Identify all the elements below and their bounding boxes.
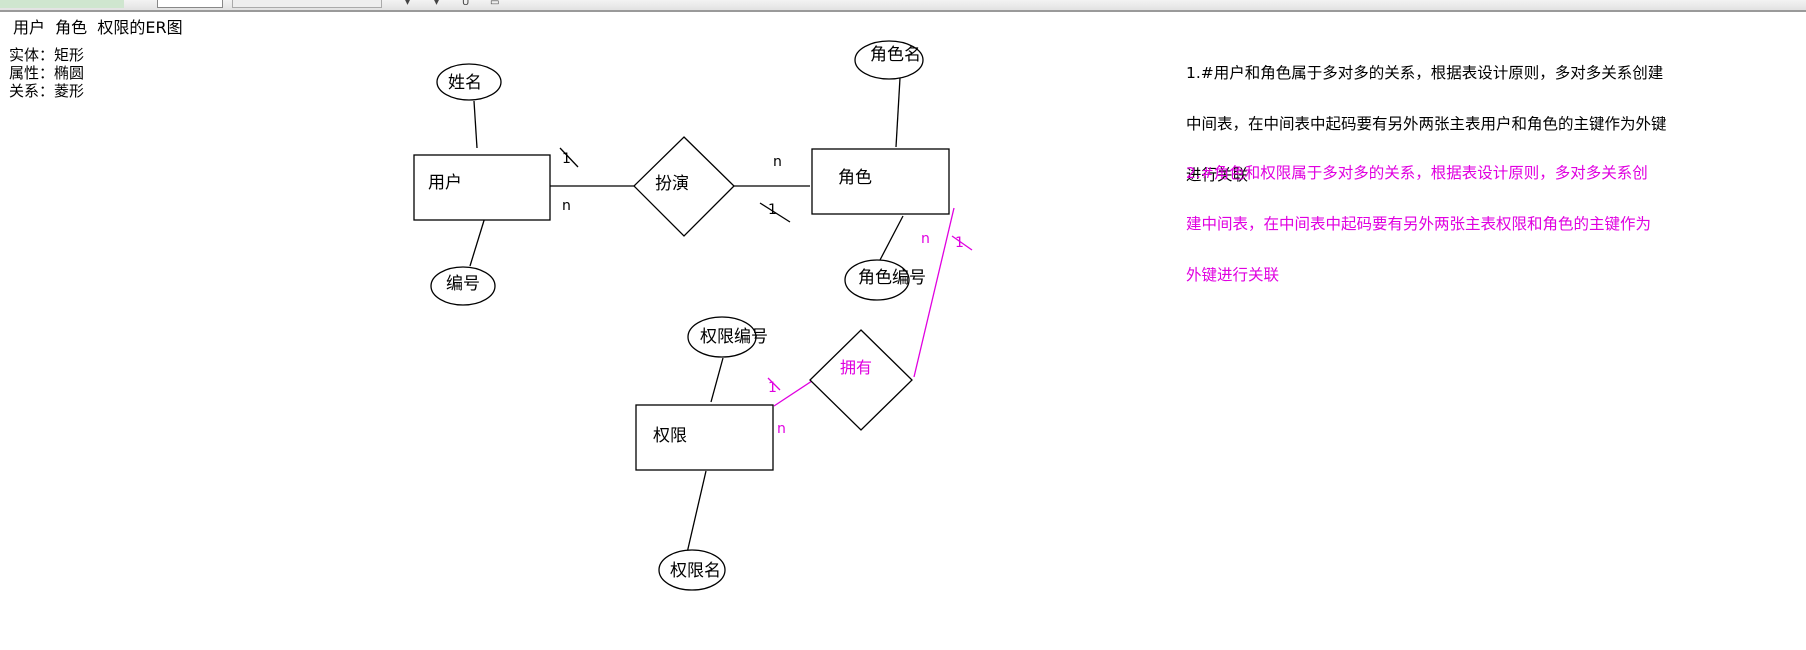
card-role-plays-n: n [773,154,782,170]
note-line: 外键进行关联 [1186,266,1280,284]
card-user-plays-n: n [562,198,571,214]
card-role-owns-1: 1 [955,235,964,251]
toolbar-icon[interactable]: ▾ [434,0,440,8]
toolbar-field[interactable] [157,0,223,8]
entity-permission[interactable] [635,404,774,471]
card-perm-owns-1: 1 [768,380,777,396]
underline-icon[interactable]: U [462,0,470,8]
relationship-plays[interactable] [633,136,735,237]
line-perm-owns [773,376,819,407]
attribute-permission-name-label: 权限名 [670,561,721,581]
tick-role-magenta [951,235,973,251]
entity-role-label: 角色 [838,168,872,188]
attribute-permission-name[interactable] [658,549,726,591]
card-user-plays-1: 1 [562,151,571,167]
legend-relationship: 关系：菱形 [9,82,85,100]
legend-attribute: 属性：椭圆 [9,64,85,82]
toolbar-icon[interactable]: ▭ [490,0,500,8]
diagram-title: 用户 角色 权限的ER图 [13,18,183,37]
window-toolbar: ▾ ▾ U ▭ [0,0,1806,12]
line-user-id [469,213,487,267]
entity-permission-label: 权限 [653,426,687,446]
tick-role [759,202,791,223]
line-perm-name [686,470,707,554]
relationship-owns-label: 拥有 [840,358,872,377]
entity-user[interactable] [413,154,551,221]
note-line: 2.#角色和权限属于多对多的关系，根据表设计原则，多对多关系创 [1186,164,1648,182]
attribute-user-id[interactable] [430,266,496,306]
note-line: 1.#用户和角色属于多对多的关系，根据表设计原则，多对多关系创建 [1186,64,1664,82]
attribute-user-name[interactable] [436,63,502,101]
line-owns-role [913,207,955,378]
toolbar-icon[interactable]: ▾ [405,0,411,8]
relationship-plays-label: 扮演 [655,174,689,194]
toolbar-tab[interactable] [0,0,124,8]
legend-entity: 实体：矩形 [9,46,85,64]
toolbar-dropdown[interactable] [232,0,382,8]
line-role-id [879,215,904,261]
card-role-plays-1: 1 [768,202,777,218]
attribute-user-name-label: 姓名 [448,73,482,93]
note-user-role: 1.#用户和角色属于多对多的关系，根据表设计原则，多对多关系创建 中间表，在中间… [1186,31,1806,201]
attribute-role-id[interactable] [844,259,910,301]
attribute-permission-id[interactable] [687,316,757,358]
card-perm-owns-n: n [777,421,786,437]
legend: 实体：矩形 属性：椭圆 关系：菱形 [9,46,84,100]
entity-role[interactable] [811,148,950,215]
line-perm-id [710,357,724,403]
line-user-name [473,100,478,149]
attribute-user-id-label: 编号 [446,274,480,294]
attribute-role-name[interactable] [854,40,924,80]
attribute-role-id-label: 角色编号 [858,268,926,288]
tick-perm [767,377,781,391]
entity-user-label: 用户 [428,173,462,193]
tick-user [559,147,579,168]
note-line: 进行关联 [1186,166,1249,184]
note-role-permission: 2.#角色和权限属于多对多的关系，根据表设计原则，多对多关系创 建中间表，在中间… [1186,131,1806,301]
line-role-name [895,77,901,148]
note-line: 中间表，在中间表中起码要有另外两张主表用户和角色的主键作为外键 [1186,115,1667,133]
card-role-owns-n: n [921,231,930,247]
relationship-owns[interactable] [809,329,913,431]
attribute-permission-id-label: 权限编号 [700,327,768,347]
note-line: 建中间表，在中间表中起码要有另外两张主表权限和角色的主键作为 [1186,215,1652,233]
attribute-role-name-label: 角色名 [870,45,921,65]
